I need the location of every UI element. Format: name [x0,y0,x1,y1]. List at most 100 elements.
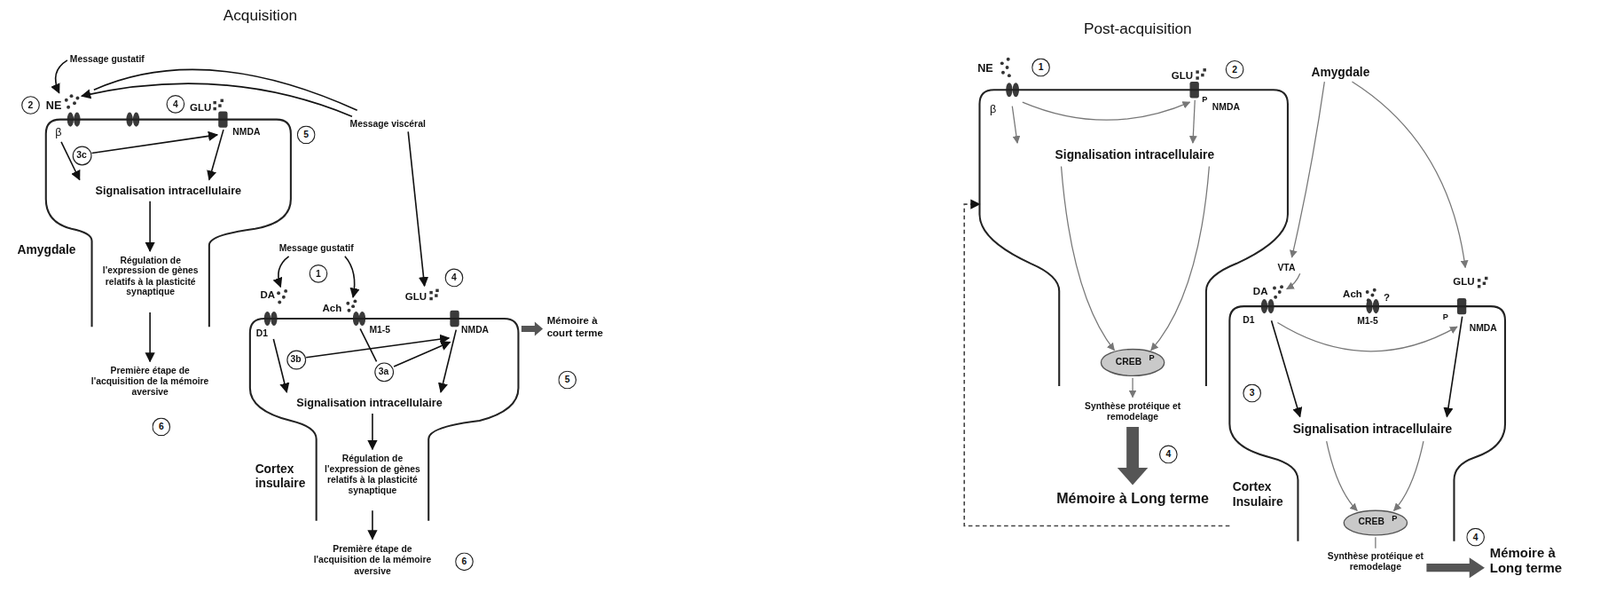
signal-arrow [371,509,374,539]
label-text: GLU [1171,69,1193,82]
input-arrow [55,60,68,94]
signal-arrow [393,341,450,367]
neurotransmitter-dot [283,289,288,293]
nucleus: CREBP [1342,509,1409,536]
neurotransmitter-dot [277,300,282,305]
label-text: NMDA [1469,322,1498,334]
callout-text: 4 [1473,532,1479,542]
label-text: Synthèse protéique et remodelage [1079,400,1187,423]
neuron-text: Régulation de l'expression de gènes rela… [99,255,202,299]
glutamate-dot [1477,278,1481,282]
neurotransmitter-dot [1272,285,1277,290]
label-text: NE [46,99,63,113]
label-text: β [54,125,62,140]
neurotransmitter-dot [1278,290,1282,294]
neurotransmitter-dot [1279,284,1284,289]
label-text: Message gustatif [259,243,373,254]
block-arrow [521,321,543,336]
glutamate-dot [434,293,438,297]
label-text: NMDA [1212,101,1240,113]
dashed-connector [964,203,1230,526]
input-arrow [1351,81,1466,267]
neurotransmitter-dot [70,94,74,98]
label-text: NE [977,61,994,75]
signal-arrow [305,337,449,358]
label-text: M1-5 [368,324,391,336]
signal-arrow [1271,320,1301,416]
glutamate-dot [1482,282,1486,285]
neurotransmitter-dot [1372,288,1377,292]
neuron-text: Cortex Insulaire [1232,479,1295,510]
label-text: Post-acquisition [1025,19,1250,39]
neurotransmitter-dot [72,101,77,105]
input-arrow [81,83,353,117]
callout-text: 2 [28,100,34,110]
signal-arrow [149,201,151,251]
glutamate-dot [429,290,432,294]
membrane-line [46,119,291,328]
callout-text: 4 [1165,449,1171,459]
glutamate-dot [1200,73,1204,77]
callout-text: 1 [1038,62,1044,72]
callout-text: 6 [462,556,468,566]
signal-arrow [440,329,456,393]
label-text: Première étape de l'acquisition de la mé… [86,365,214,398]
membrane-line [250,318,519,521]
glutamate-dot [212,101,216,104]
signal-line [1374,536,1376,549]
label-text: Amygdale [1310,65,1370,81]
block-arrow [1426,556,1485,578]
callout-number: 2 [1225,60,1245,79]
neuron-text: Cortex insulaire [255,461,315,491]
callout-number: 3b [286,349,306,369]
signal-arrow [1061,166,1115,351]
label-text: DA [259,289,275,302]
neuron-text: Amygdale [17,243,77,259]
signal-arrow [1192,100,1195,143]
neurotransmitter-dot [75,95,79,100]
membrane-line [979,89,1287,386]
callout-number: 4 [166,94,186,114]
glutamate-dot [1195,76,1199,79]
glutamate-dot [1202,68,1206,71]
neurotransmitter-dot [1007,73,1012,78]
callout-text: 5 [303,130,309,140]
input-arrow [94,69,358,110]
neurotransmitter-dot [282,295,286,299]
nucleus-text: P [1148,352,1154,363]
nucleus-text: CREB [1107,356,1149,368]
input-arrow [407,131,424,286]
callout-text: 3 [1249,388,1255,398]
label-text: D1 [256,327,268,338]
membrane-line [1229,305,1506,542]
label-text: VTA [1277,262,1295,274]
callout-text: 3b [290,354,302,364]
callout-number: 5 [557,370,577,390]
callout-text: 1 [315,268,322,278]
label-text: Message gustatif [51,54,165,65]
label-text: P [1443,312,1449,322]
signal-arrow [1277,322,1457,352]
label-text: GLU [405,290,427,304]
signal-arrow [1151,166,1210,351]
neurotransmitter-dot [1000,61,1004,65]
callout-text: 6 [158,422,165,432]
glutamate-dot [435,289,439,292]
glutamate-dot [429,297,432,300]
neuron-outline [979,89,1289,388]
neuron-text: Régulation de l'expression de gènes rela… [321,453,424,496]
callout-number: 6 [151,417,171,437]
input-arrow [345,256,355,298]
signal-arrow [371,413,374,449]
glutamate-dot [1195,70,1199,73]
signal-arrow [273,338,287,393]
label-text: M1-5 [1356,315,1379,327]
signal-arrow [149,312,151,361]
label-text: Ach [322,302,343,315]
callout-number: 1 [1031,58,1051,78]
signal-arrow [1011,106,1018,143]
nucleus-ellipse [1343,509,1407,535]
neurotransmitter-dot [1006,57,1011,62]
